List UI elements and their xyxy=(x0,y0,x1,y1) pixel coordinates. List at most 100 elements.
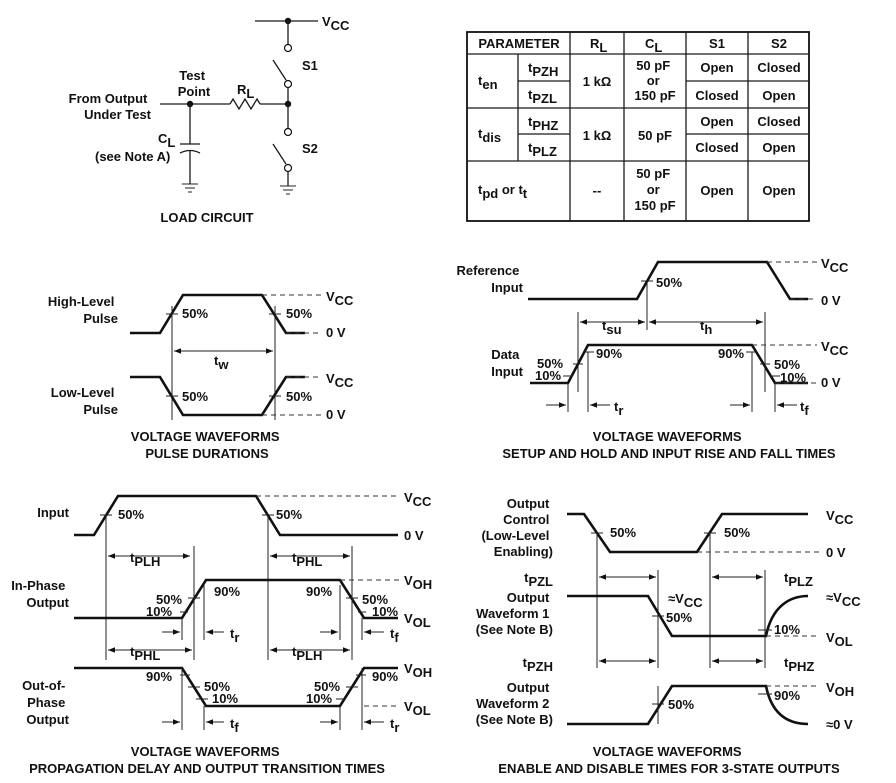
setup-zero-ref: 0 V xyxy=(821,293,841,308)
out-of-phase-output-label: Out-of- Phase Output xyxy=(22,678,70,727)
cell-tphz: tPHZ xyxy=(528,114,558,133)
cell-cl-dis: 50 pF xyxy=(638,128,672,143)
cell-rl-dis: 1 kΩ xyxy=(583,128,612,143)
s1-label: S1 xyxy=(302,58,318,73)
th-cl: CL xyxy=(645,36,662,55)
pulse-vcc-low: VCC xyxy=(326,371,354,390)
reference-input-label: Reference Input xyxy=(457,263,524,295)
enable-wf1-50: 50% xyxy=(666,610,692,625)
setup-zero-data: 0 V xyxy=(821,375,841,390)
prop-input-label: Input xyxy=(37,505,69,520)
cell-s1-plz: Closed xyxy=(695,140,738,155)
cell-tpzh: tPZH xyxy=(528,60,558,79)
high-level-pulse-label: High-Level Pulse xyxy=(48,294,118,326)
cell-tpd: tpd or tt xyxy=(478,182,528,201)
pulse-high-50-rise: 50% xyxy=(182,306,208,321)
enable-tpzl: tPZL xyxy=(524,570,553,589)
setup-data-50-fall: 50% xyxy=(774,357,800,372)
vcc-rail: VCC xyxy=(255,14,350,33)
prop-tphl-1: tPHL xyxy=(292,550,322,569)
cell-cl-en: 50 pF or 150 pF xyxy=(634,58,675,103)
prop-input-50-fall: 50% xyxy=(276,507,302,522)
prop-vol-2: VOL xyxy=(404,699,431,718)
setup-ref-50: 50% xyxy=(656,275,682,290)
enable-ctrl-50-rise: 50% xyxy=(724,525,750,540)
prop-caption: VOLTAGE WAVEFORMS PROPAGATION DELAY AND … xyxy=(29,744,385,776)
in-phase-output-label: In-Phase Output xyxy=(11,578,69,610)
output-waveform-1-label: Output Waveform 1 (See Note B) xyxy=(476,590,553,637)
prop-ip-50-rise: 50% xyxy=(156,592,182,607)
prop-tplh-1: tPLH xyxy=(130,550,160,569)
prop-op-50-fall: 50% xyxy=(204,679,230,694)
node-line xyxy=(160,97,292,111)
setup-data-10-rise: 10% xyxy=(535,368,561,383)
prop-voh-2: VOH xyxy=(404,661,432,680)
see-note-a-label: (see Note A) xyxy=(95,149,170,164)
pulse-low-50-fall: 50% xyxy=(182,389,208,404)
th-s1: S1 xyxy=(709,36,725,51)
prop-ip-50-fall: 50% xyxy=(362,592,388,607)
switch-s2: S2 xyxy=(272,104,318,195)
prop-ip-10-rise: 10% xyxy=(146,604,172,619)
cell-tdis: tdis xyxy=(478,126,501,145)
setup-data-90-fall: 90% xyxy=(718,346,744,361)
enable-wf2-90: 90% xyxy=(774,688,800,703)
th-rl: RL xyxy=(590,36,607,55)
th-s2: S2 xyxy=(771,36,787,51)
enable-wf1-10: 10% xyxy=(774,622,800,637)
pulse-zero-high: 0 V xyxy=(326,325,346,340)
prop-tr-1: tr xyxy=(230,626,239,645)
setup-data-50-rise: 50% xyxy=(537,356,563,371)
cell-s1-pzl: Closed xyxy=(695,88,738,103)
cell-s2-pd: Open xyxy=(762,183,795,198)
enable-zero: 0 V xyxy=(826,545,846,560)
prop-zero: 0 V xyxy=(404,528,424,543)
setup-tr: tr xyxy=(614,399,623,418)
setup-vcc-ref: VCC xyxy=(821,256,849,275)
prop-vcc: VCC xyxy=(404,490,432,509)
cell-s2-pzl: Open xyxy=(762,88,795,103)
enable-approx-vcc-mid: ≈VCC xyxy=(668,591,703,610)
enable-approx-vcc-right: ≈VCC xyxy=(826,590,861,609)
setup-caption: VOLTAGE WAVEFORMS SETUP AND HOLD AND INP… xyxy=(502,429,836,461)
prop-op-10-fall: 10% xyxy=(212,691,238,706)
prop-tr-2: tr xyxy=(390,716,399,735)
setup-tf: tf xyxy=(800,399,809,418)
enable-approx-zero: ≈0 V xyxy=(826,717,853,732)
enable-caption: VOLTAGE WAVEFORMS ENABLE AND DISABLE TIM… xyxy=(498,744,840,776)
test-point-label: Test Point xyxy=(178,68,211,99)
prop-voh-1: VOH xyxy=(404,573,432,592)
setup-hold-panel: Reference Input VCC 0 V 50% tsu th Data … xyxy=(457,256,850,461)
load-circuit-caption: LOAD CIRCUIT xyxy=(160,210,253,225)
prop-tf-2: tf xyxy=(230,716,239,735)
enable-tpzh: tPZH xyxy=(523,655,553,674)
cell-s2-phz: Closed xyxy=(757,114,800,129)
prop-op-90-rise: 90% xyxy=(372,669,398,684)
prop-op-50-rise: 50% xyxy=(314,679,340,694)
cell-tpzl: tPZL xyxy=(528,87,557,106)
rl-label: RL xyxy=(237,82,254,101)
pulse-caption: VOLTAGE WAVEFORMS PULSE DURATIONS xyxy=(131,429,283,461)
pulse-tw: tw xyxy=(214,353,229,372)
low-level-pulse-label: Low-Level Pulse xyxy=(51,385,118,417)
prop-vol-1: VOL xyxy=(404,611,431,630)
cell-s2-pzh: Closed xyxy=(757,60,800,75)
cell-rl-pd: -- xyxy=(593,183,602,198)
enable-tphz: tPHZ xyxy=(784,655,814,674)
output-control-label: Output Control (Low-Level Enabling) xyxy=(481,496,553,559)
prop-ip-10-fall: 10% xyxy=(372,604,398,619)
cell-ten: ten xyxy=(478,73,498,92)
enable-tplz: tPLZ xyxy=(784,570,813,589)
cell-s2-plz: Open xyxy=(762,140,795,155)
enable-vcc: VCC xyxy=(826,508,854,527)
setup-vcc-data: VCC xyxy=(821,339,849,358)
cell-rl-en: 1 kΩ xyxy=(583,74,612,89)
cl-label: CL xyxy=(158,131,175,150)
svg-text:VCC: VCC xyxy=(322,14,350,33)
propagation-delay-panel: Input VCC 0 V 50% 50% tPLH tPHL In-Phase… xyxy=(11,490,432,776)
prop-tphl-2: tPHL xyxy=(130,644,160,663)
prop-tplh-2: tPLH xyxy=(292,644,322,663)
enable-vol: VOL xyxy=(826,630,853,649)
cell-s1-phz: Open xyxy=(700,114,733,129)
